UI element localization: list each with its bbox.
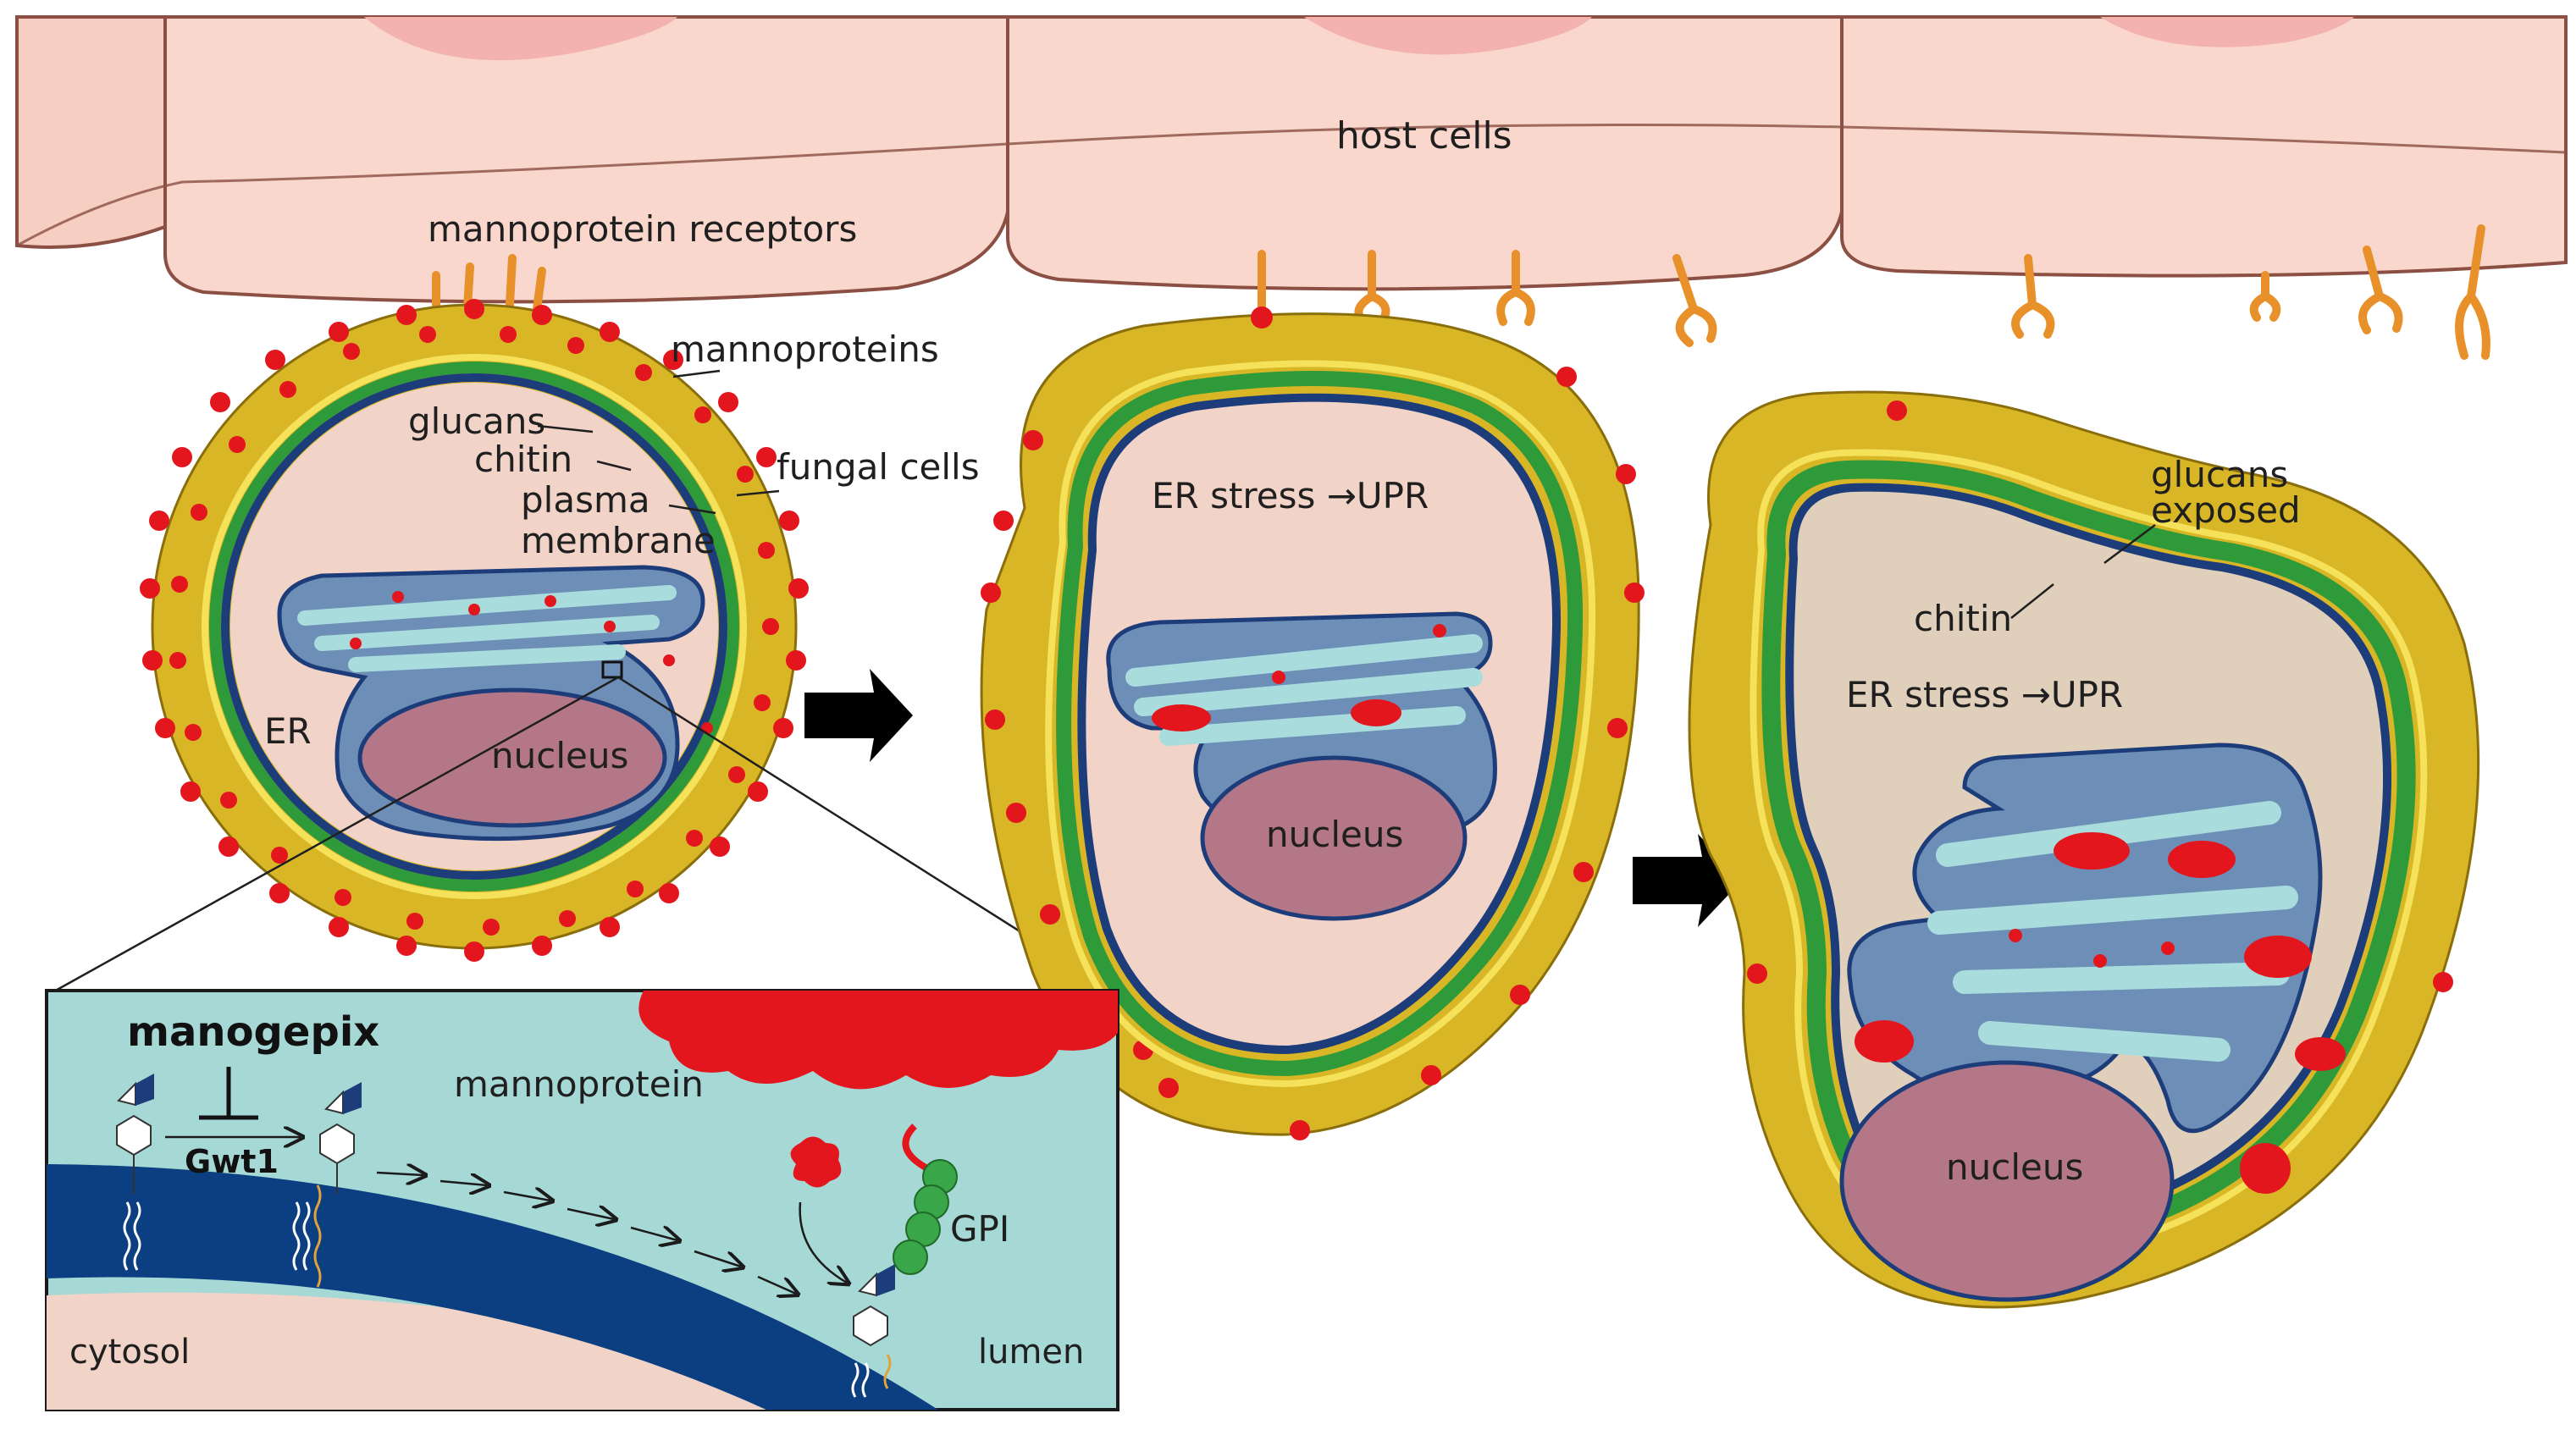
inset-lumen-label: lumen (978, 1333, 1084, 1372)
host-cell-nucleus-2 (1304, 17, 1592, 55)
inset-mannoprotein-label: mannoprotein (454, 1063, 704, 1105)
zoom-marker (601, 660, 623, 679)
label-glucans-exposed-2: exposed (2151, 489, 2301, 531)
label-mannoproteins: mannoproteins (671, 328, 939, 370)
label-er-stress-2: ER stress →UPR (1846, 674, 2123, 715)
gpi-anchor-precursor-1 (116, 1074, 154, 1194)
label-glucans: glucans (408, 400, 545, 442)
inset-gpi-label: GPI (950, 1208, 1009, 1250)
label-membrane: membrane (521, 520, 716, 561)
label-er: ER (264, 710, 312, 752)
nucleus-3 (1839, 1060, 2175, 1302)
receptor-icon (2249, 271, 2281, 322)
pathway-arrows (165, 1137, 796, 1294)
inset-mannoprotein-cloud (638, 991, 1118, 1090)
gpi-anchor-mature (853, 1264, 895, 1347)
label-glucans-exposed-1: glucans (2151, 454, 2288, 495)
inset-lipid-tails (123, 1201, 870, 1398)
surface-mannoproteins (140, 299, 809, 962)
label-leader-lines-3 (2010, 524, 2156, 619)
receptor-icon (1496, 250, 1535, 326)
fungal-cell-2 (980, 306, 1645, 1140)
label-nucleus-3: nucleus (1946, 1146, 2083, 1188)
label-er-stress-1: ER stress →UPR (1152, 475, 1429, 516)
receptor-icon (432, 254, 546, 339)
right-arrow-icon (804, 669, 913, 762)
host-cell-nucleus-1 (364, 17, 677, 61)
host-cell-left-back (15, 15, 184, 249)
nucleus-2 (1200, 755, 1468, 921)
receptor-icon (2455, 224, 2490, 360)
fungal-cell-3 (1688, 390, 2480, 1309)
host-cell-1 (163, 15, 1009, 304)
gpi-anchor-precursor-2 (319, 1082, 362, 1194)
host-cell-layer (15, 15, 2568, 304)
inset-enzyme-label: Gwt1 (185, 1143, 279, 1180)
receptor-icon (2358, 246, 2403, 334)
receptor-icon (1672, 254, 1717, 347)
nucleus-1 (357, 687, 667, 828)
fungal-cell-1 (140, 299, 809, 962)
label-nucleus-2: nucleus (1266, 814, 1403, 855)
inset-cytosol-label: cytosol (69, 1333, 190, 1372)
label-chitin: chitin (474, 439, 572, 480)
inset-acyl-chains (313, 1184, 892, 1389)
bead-chain-icon (893, 1124, 958, 1275)
host-cell-inner-boundary (16, 124, 2567, 247)
label-mannoprotein-receptors: mannoprotein receptors (428, 208, 857, 250)
label-host-cells: host cells (1336, 114, 1512, 157)
label-chitin-3: chitin (1914, 598, 2012, 639)
host-cell-2 (1006, 15, 1844, 291)
free-mannoprotein (790, 1136, 842, 1188)
label-plasma: plasma (521, 479, 650, 521)
t-bar-inhibit-icon (199, 1067, 258, 1120)
label-nucleus-1: nucleus (491, 735, 628, 776)
inset-drug-label: manogepix (127, 1008, 379, 1056)
host-cell-nucleus-3 (2100, 17, 2354, 47)
receptor-icon (2011, 254, 2055, 339)
inset-membrane (47, 1164, 938, 1410)
inset-panel (45, 989, 1119, 1411)
label-fungal-cells: fungal cells (777, 446, 980, 488)
